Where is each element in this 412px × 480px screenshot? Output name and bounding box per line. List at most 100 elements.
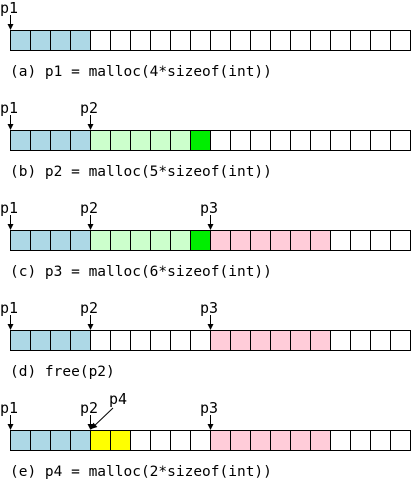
- pointer-arrowhead-p1: [7, 124, 14, 130]
- memory-cell: [290, 330, 311, 351]
- memory-cell: [390, 330, 411, 351]
- memory-cell: [130, 30, 151, 51]
- memory-cell: [10, 430, 31, 451]
- pointer-label-p3: p3: [200, 299, 218, 317]
- memory-cell: [390, 130, 411, 151]
- pointer-arrowhead-p3: [207, 224, 214, 230]
- memory-cell: [150, 330, 171, 351]
- memory-cell: [170, 130, 191, 151]
- pointer-arrowhead-p2: [87, 424, 94, 430]
- panel-caption: (a) p1 = malloc(4*sizeof(int)): [10, 64, 272, 80]
- panel-caption: (c) p3 = malloc(6*sizeof(int)): [10, 264, 272, 280]
- memory-cell: [10, 230, 31, 251]
- memory-cell: [210, 230, 231, 251]
- memory-cell: [330, 130, 351, 151]
- memory-cell: [110, 330, 131, 351]
- memory-cell: [250, 130, 271, 151]
- memory-cell: [50, 230, 71, 251]
- memory-cell: [130, 230, 151, 251]
- memory-cell: [110, 430, 131, 451]
- memory-cell: [30, 430, 51, 451]
- memory-cell: [10, 130, 31, 151]
- memory-cell: [90, 130, 111, 151]
- memory-cell: [390, 30, 411, 51]
- memory-cell: [250, 230, 271, 251]
- pointer-arrowhead-p1: [7, 224, 14, 230]
- pointer-arrowhead-p2: [87, 224, 94, 230]
- pointer-label-p4: p4: [109, 390, 127, 408]
- pointer-arrowhead-p2: [87, 324, 94, 330]
- memory-cell: [230, 430, 251, 451]
- memory-cell: [330, 230, 351, 251]
- memory-cell: [90, 230, 111, 251]
- pointer-arrowhead-p1: [7, 424, 14, 430]
- memory-cell: [170, 430, 191, 451]
- memory-panel-4: p1 p2 p3 (d) free(p2): [0, 299, 411, 380]
- memory-cell: [170, 330, 191, 351]
- memory-cell: [310, 130, 331, 151]
- memory-cell: [50, 430, 71, 451]
- memory-cell: [350, 30, 371, 51]
- pointer-arrowhead-p3: [207, 324, 214, 330]
- memory-cell: [230, 230, 251, 251]
- memory-panel-3: p1 p2 p3 (c) p3 = malloc(6*sizeof(int)): [0, 199, 411, 280]
- memory-cell: [50, 30, 71, 51]
- memory-cell: [70, 430, 91, 451]
- pointer-label-p1: p1: [0, 299, 18, 317]
- memory-cell: [210, 30, 231, 51]
- memory-cell: [330, 430, 351, 451]
- memory-cell: [370, 30, 391, 51]
- memory-cell: [130, 430, 151, 451]
- memory-cell: [230, 30, 251, 51]
- memory-cell: [210, 130, 231, 151]
- memory-cell: [30, 330, 51, 351]
- memory-cell: [310, 430, 331, 451]
- memory-cell: [310, 330, 331, 351]
- pointer-label-p1: p1: [0, 199, 18, 217]
- memory-cell: [10, 30, 31, 51]
- memory-cell: [70, 330, 91, 351]
- memory-cell: [250, 330, 271, 351]
- memory-cell: [30, 30, 51, 51]
- memory-cell: [390, 430, 411, 451]
- memory-cell: [390, 230, 411, 251]
- memory-cell: [370, 130, 391, 151]
- memory-cell: [50, 130, 71, 151]
- memory-cell: [230, 330, 251, 351]
- pointer-label-p3: p3: [200, 199, 218, 217]
- memory-cell: [190, 30, 211, 51]
- pointer-label-p2: p2: [80, 199, 98, 217]
- memory-cell: [30, 130, 51, 151]
- memory-cell: [190, 430, 211, 451]
- memory-cell: [250, 430, 271, 451]
- memory-cell: [350, 130, 371, 151]
- pointer-label-p2: p2: [80, 99, 98, 117]
- memory-cell: [30, 230, 51, 251]
- panel-caption: (b) p2 = malloc(5*sizeof(int)): [10, 164, 272, 180]
- memory-cell: [70, 130, 91, 151]
- memory-cell: [250, 30, 271, 51]
- memory-cell: [170, 230, 191, 251]
- memory-cell: [270, 230, 291, 251]
- memory-cell: [170, 30, 191, 51]
- memory-cell: [50, 330, 71, 351]
- memory-cell: [190, 130, 211, 151]
- memory-cell: [190, 330, 211, 351]
- pointer-arrowhead-p1: [7, 324, 14, 330]
- pointer-label-p1: p1: [0, 0, 18, 17]
- pointer-label-p2: p2: [80, 299, 98, 317]
- memory-cell: [70, 30, 91, 51]
- memory-cell: [370, 430, 391, 451]
- panel-caption: (d) free(p2): [10, 364, 115, 380]
- pointer-arrowhead-p1: [7, 24, 14, 30]
- memory-cell: [350, 330, 371, 351]
- pointer-arrowhead-p2: [87, 124, 94, 130]
- memory-cell: [230, 130, 251, 151]
- memory-cell: [90, 30, 111, 51]
- memory-cell: [130, 330, 151, 351]
- memory-cell: [110, 130, 131, 151]
- memory-cell: [270, 130, 291, 151]
